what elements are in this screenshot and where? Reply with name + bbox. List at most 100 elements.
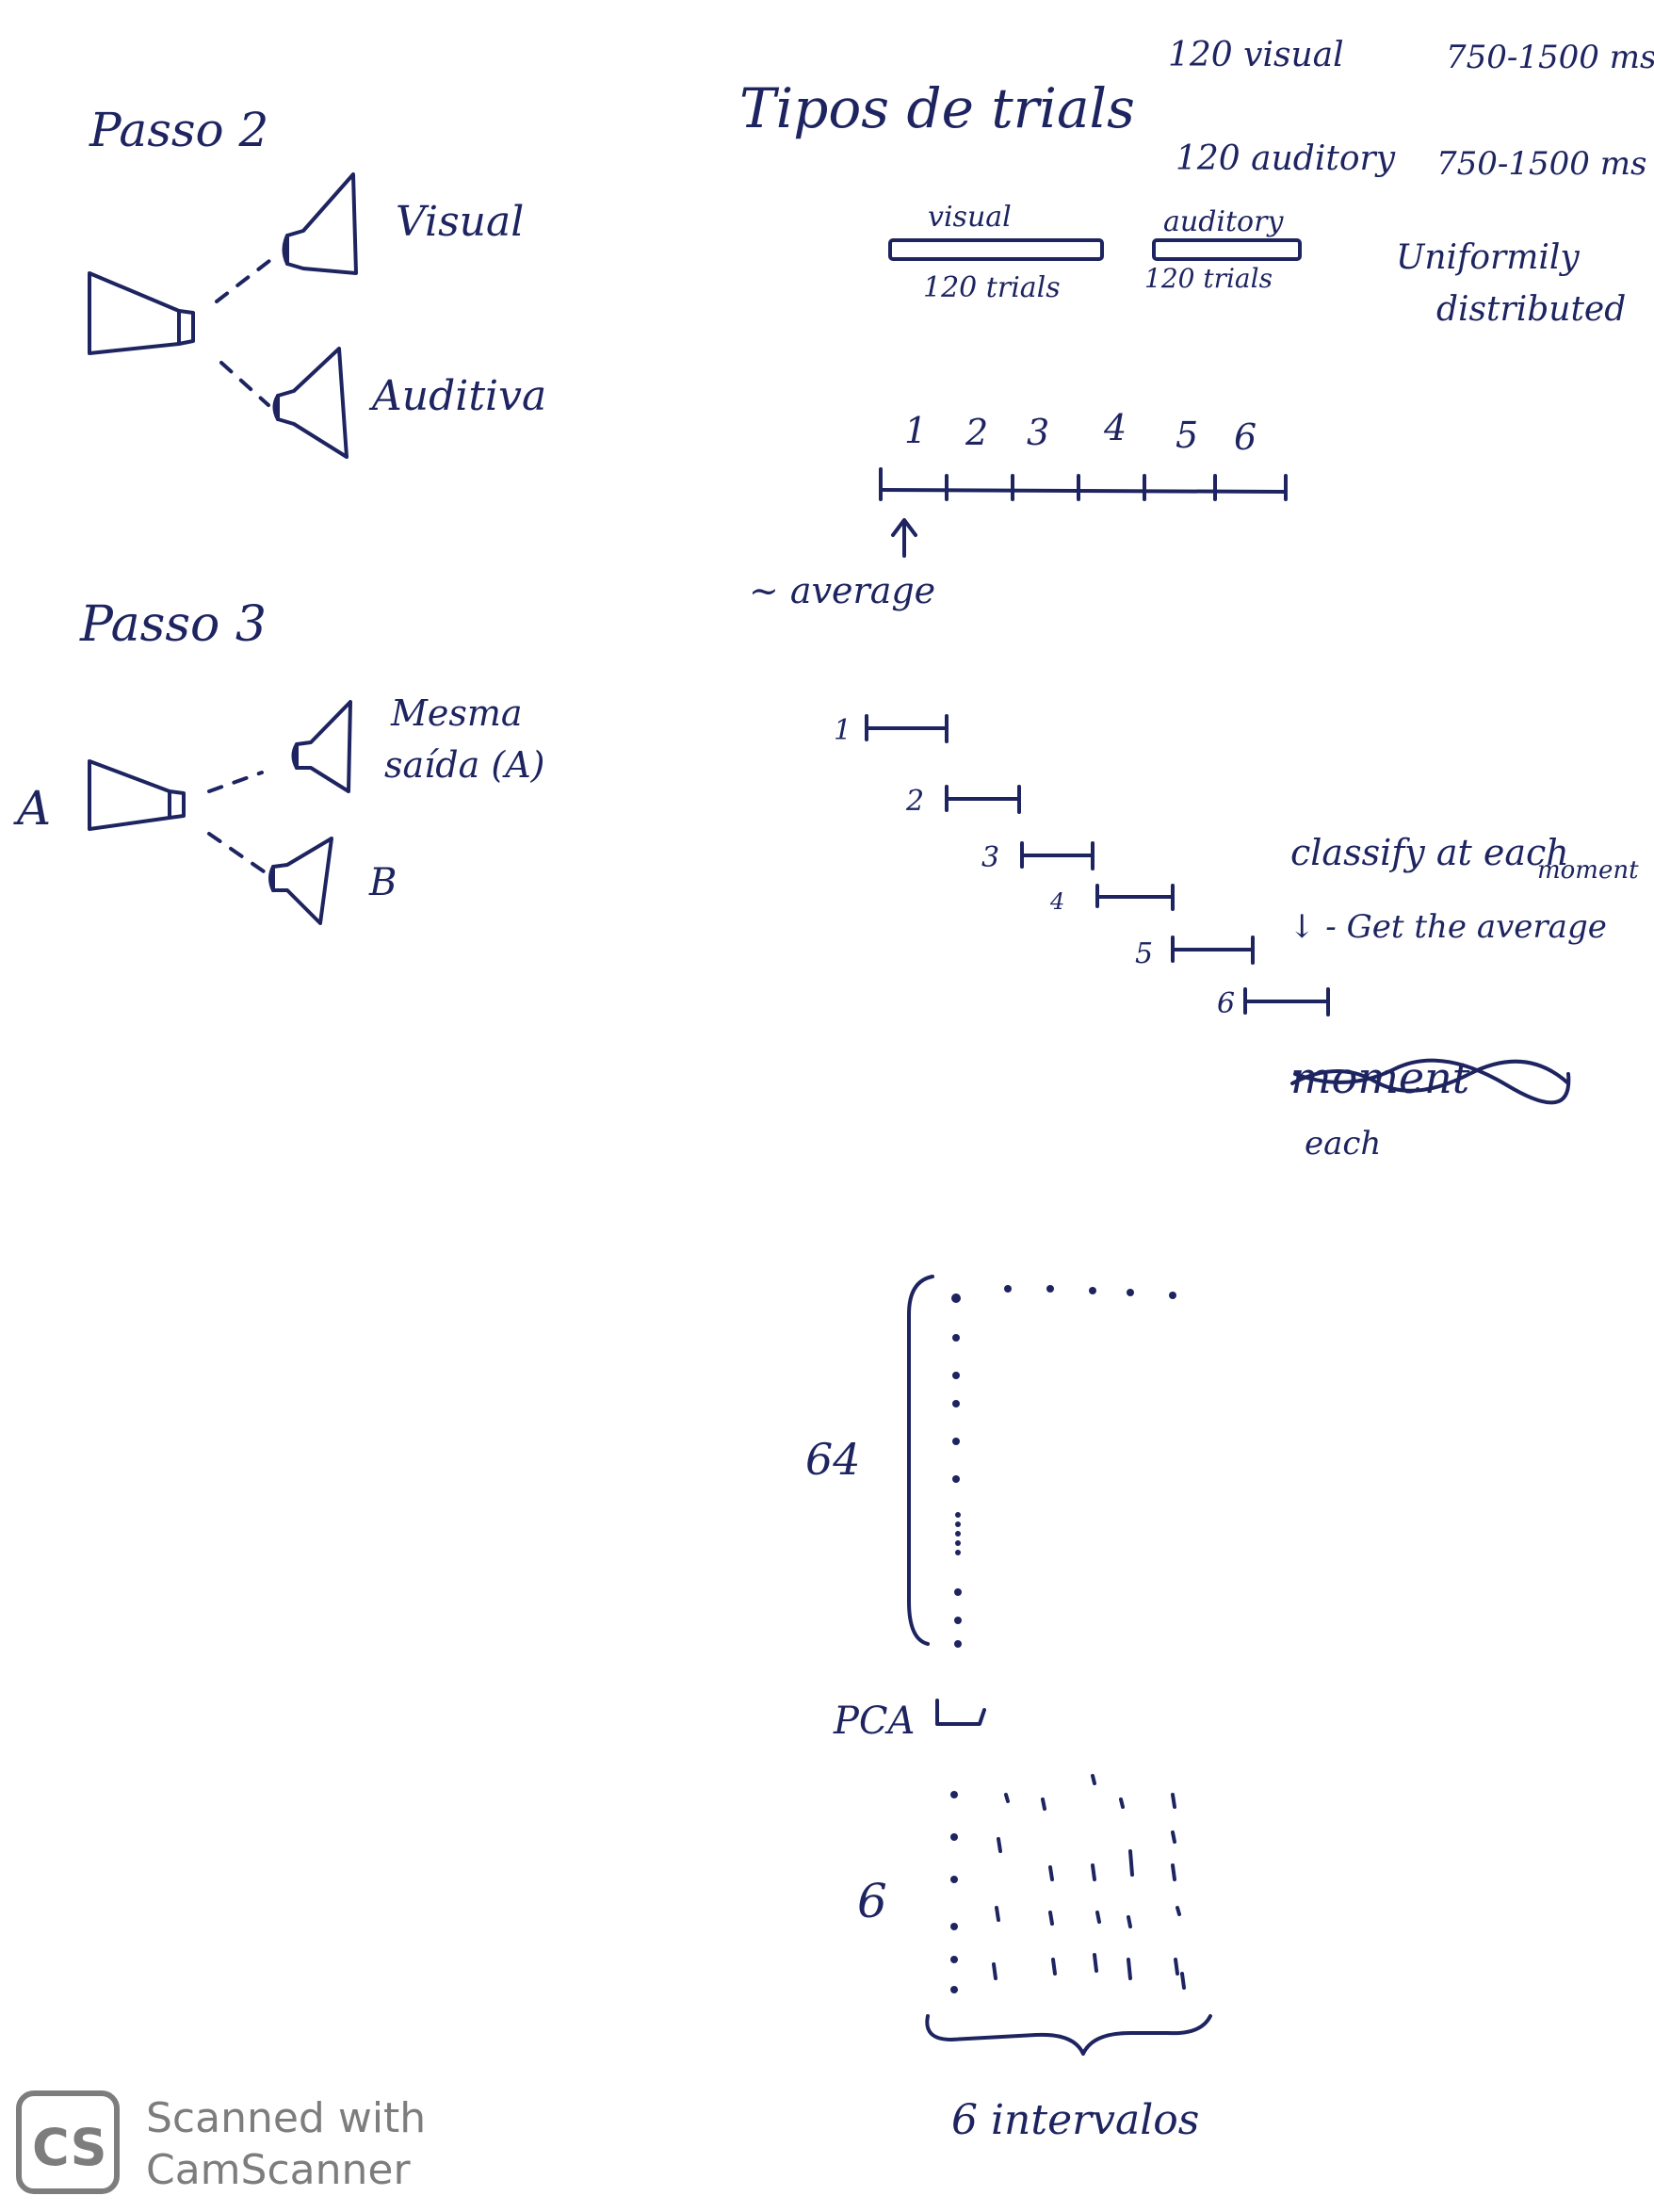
tipos-bar-visual-bottom: 120 trials (923, 271, 1061, 304)
passo3-link-b (207, 832, 266, 873)
passo3-label-b: B (368, 861, 397, 904)
matrix-dot (951, 1293, 961, 1303)
matrix-dot (954, 1588, 962, 1596)
watermark-line2: CamScanner (146, 2146, 411, 2194)
tipos-note-line1: Uniformily (1396, 238, 1580, 277)
camscanner-logo-icon: CS (16, 2090, 120, 2194)
tipos-note-line2: distributed (1436, 290, 1626, 329)
staircase-scribble-below: each (1305, 1125, 1381, 1163)
tipos-bar-visual-top: visual (928, 201, 1012, 234)
staircase-number: 5 (1135, 937, 1153, 970)
matrix-dot (952, 1475, 960, 1483)
staircase-interval (1171, 935, 1255, 965)
matrix-dot (952, 1372, 960, 1379)
intervals-label: 6 intervalos (951, 2096, 1199, 2144)
timeline-axis (879, 467, 1288, 501)
passo3-b-speaker-icon (268, 837, 333, 925)
passo3-source-speaker-icon (88, 759, 186, 831)
timeline-number: 1 (904, 410, 927, 451)
matrix-dot (952, 1400, 960, 1407)
timeline-number: 4 (1103, 407, 1127, 448)
passo2-source-speaker-icon (88, 271, 195, 355)
staircase-interval (1243, 987, 1330, 1017)
passo2-label-auditiva: Auditiva (368, 372, 546, 420)
reduced-tick (1171, 1793, 1186, 1990)
matrix-dot (955, 1540, 961, 1546)
matrix-bracket-left (907, 1275, 934, 1646)
intervals-brace (925, 2014, 1212, 2056)
staircase: 1 2 3 4 5 6 (834, 714, 1330, 1020)
watermark-line1: Scanned with (146, 2094, 426, 2142)
staircase-note-line3: ↓ - Get the average (1289, 908, 1607, 946)
timeline-arrow-label: ~ average (749, 570, 935, 611)
reduced-point (950, 1833, 958, 1841)
passo3-title: Passo 3 (79, 596, 267, 653)
passo2-title: Passo 2 (89, 103, 268, 157)
passo2-label-visual: Visual (396, 198, 524, 246)
passo2-link-auditiva (219, 361, 270, 407)
reduced-tick (1119, 1797, 1134, 1980)
matrix-dot (955, 1531, 961, 1537)
passo2-link-visual (215, 252, 280, 303)
passo2-auditiva-speaker-icon (272, 347, 349, 459)
reduced-matrix-points (950, 1774, 1186, 1993)
timeline-number: 3 (1027, 412, 1049, 453)
matrix-dot (954, 1640, 962, 1648)
tipos-line2-count: 120 auditory (1176, 139, 1396, 178)
matrix-dot (955, 1521, 961, 1527)
reduced-point (950, 1791, 958, 1798)
staircase-note-line1: classify at each (1290, 832, 1569, 873)
staircase-number: 6 (1217, 987, 1235, 1020)
reduced-point (950, 1956, 958, 1963)
passo3-label-mesma-line2: saída (A) (384, 744, 544, 786)
staircase-number: 2 (905, 785, 924, 818)
reduced-point (950, 1923, 958, 1930)
arrow-up-icon (891, 518, 917, 558)
reduced-tick (1091, 1774, 1101, 1973)
reduced-rows-label: 6 (857, 1874, 887, 1928)
tipos-line1-count: 120 visual (1168, 36, 1344, 74)
timeline-numbers: 1 2 3 4 5 6 (904, 407, 1257, 458)
tipos-bar-aud (1152, 238, 1302, 261)
tipos-line1-range: 750-1500 ms (1446, 39, 1654, 76)
matrix-dot (952, 1334, 960, 1342)
matrix-dot (955, 1550, 961, 1555)
matrix-dot (1046, 1285, 1054, 1293)
staircase-number: 4 (1049, 888, 1064, 915)
timeline-number: 6 (1234, 416, 1257, 458)
matrix-dot (1169, 1292, 1176, 1299)
staircase-interval (945, 785, 1021, 814)
passo3-link-a (207, 771, 264, 793)
timeline-number: 2 (965, 412, 988, 453)
staircase-interval (1095, 884, 1175, 911)
matrix-top-row-dots (951, 1285, 1176, 1303)
staircase-number: 1 (834, 714, 851, 747)
matrix-dot (1089, 1287, 1096, 1294)
pca-label: PCA (833, 1700, 915, 1743)
matrix-dot (955, 1512, 961, 1518)
staircase-note-line2: moment (1537, 856, 1639, 885)
passo2-visual-speaker-icon (282, 172, 358, 275)
tipos-line2-range: 750-1500 ms (1436, 145, 1646, 183)
reduced-point (950, 1986, 958, 1993)
reduced-tick (992, 1793, 1010, 1980)
matrix-dot (1127, 1289, 1134, 1296)
matrix-dot (954, 1617, 962, 1624)
tipos-bar-visual (888, 238, 1104, 261)
staircase-interval (1020, 841, 1095, 870)
strike-scribble (1290, 1058, 1571, 1105)
timeline-number: 5 (1176, 415, 1198, 456)
matrix-dot (952, 1438, 960, 1445)
reduced-point (950, 1876, 958, 1883)
reduced-tick (1041, 1797, 1057, 1976)
matrix-column-dots (952, 1334, 962, 1648)
staircase-interval (865, 714, 949, 743)
tipos-bar-aud-bottom: 120 trials (1144, 263, 1273, 294)
matrix-rows-label: 64 (805, 1434, 861, 1485)
staircase-number: 3 (981, 841, 999, 874)
watermark-logo-text: CS (32, 2118, 107, 2177)
tipos-title: Tipos de trials (739, 76, 1135, 140)
passo3-a-speaker-icon (291, 700, 352, 793)
passo3-label-a: A (13, 781, 51, 836)
